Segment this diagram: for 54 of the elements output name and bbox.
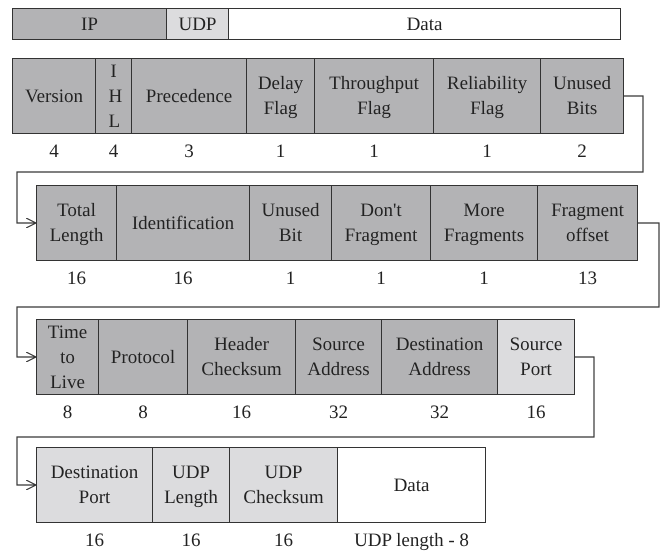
bit-width: 1 [284,268,296,290]
bit-width: 1 [368,141,380,163]
bit-width: 16 [273,530,294,552]
packet-segment [228,8,621,40]
bit-width: 16 [180,530,202,552]
arrow [16,356,595,491]
field-label: Source Address [306,333,371,382]
field-label: Don't Fragment [344,199,418,248]
packet-segment [166,8,229,40]
field-label: Destination Port [50,461,140,510]
bit-width: 4 [48,141,60,163]
bit-width: 8 [137,402,149,424]
field-label: Data [406,12,444,36]
field-label: More Fragments [442,199,526,248]
bit-width: 16 [66,268,87,290]
arrow [16,222,660,363]
field-label: Data [392,474,430,498]
bit-width: 16 [84,530,105,552]
bit-width: UDP length - 8 [353,530,470,552]
field-label: Throughput Flag [328,72,420,121]
bit-width: 1 [274,141,286,163]
field-label: Unused Bits [552,72,612,121]
field-label: Reliability Flag [446,72,528,121]
bit-width: 1 [375,268,387,290]
field-label: Time to Live [48,320,88,394]
field-label: UDP [177,12,218,36]
field-label: Total Length [48,199,104,248]
field-label: Protocol [110,346,176,370]
arrow [16,95,644,229]
field-label: Fragment offset [550,199,625,248]
bit-width: 32 [328,402,349,424]
field-label: Destination Address [394,333,484,382]
packet-segment [12,8,167,40]
bit-width: 16 [172,268,194,290]
bit-width: 3 [183,141,195,163]
field-label: UDP Length [163,461,219,510]
bit-width: 1 [478,268,490,290]
field-label: IP [80,12,99,36]
field-label: UDP Checksum [242,461,325,510]
field-label: Header Checksum [200,333,283,382]
bit-width: 32 [429,402,450,424]
bit-width: 8 [62,402,74,424]
bit-width: 13 [577,268,598,290]
field-label: Identification [130,212,236,236]
bit-width: 1 [481,141,493,163]
bit-width: 16 [231,402,252,424]
bit-width: 4 [108,141,120,163]
field-label: Version [24,84,84,108]
field-label: Source Port [508,333,564,382]
bit-width: 2 [576,141,588,163]
field-label: Unused Bit [260,199,321,248]
field-label: Precedence [144,84,234,108]
field-label: Delay Flag [256,72,304,121]
bit-width: 16 [526,402,546,424]
